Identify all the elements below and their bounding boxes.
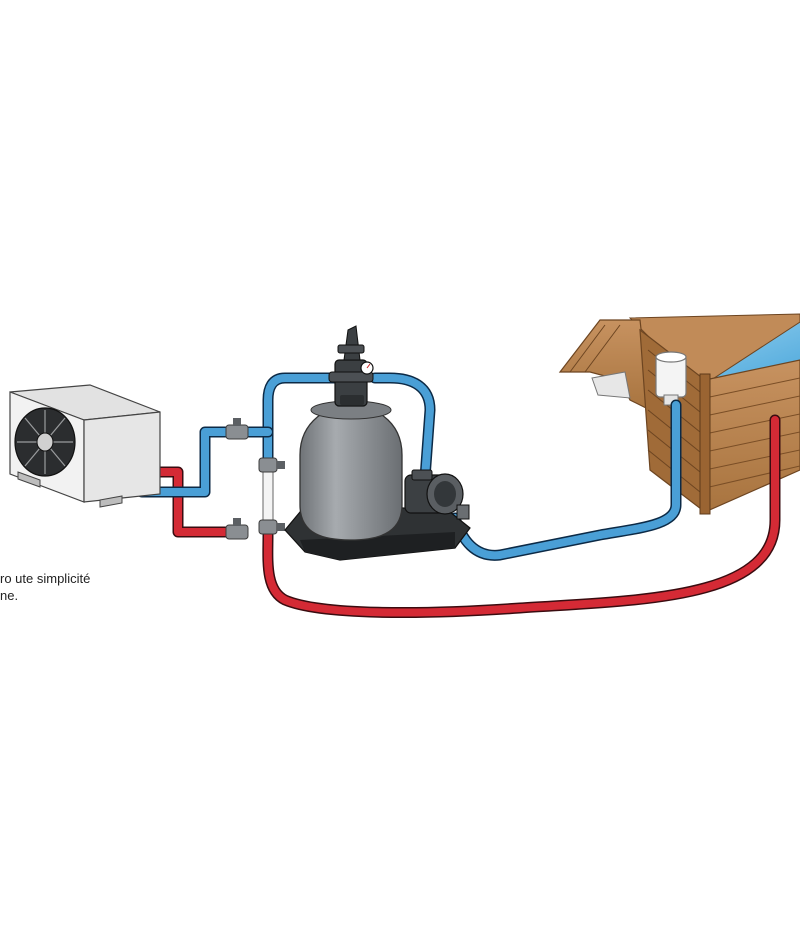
caption-line-2: ne. <box>0 588 19 603</box>
valve-icon <box>258 519 285 535</box>
valve-icon <box>225 518 249 540</box>
pool-steps <box>558 319 651 412</box>
heat-pump-side <box>83 411 161 503</box>
pool-pump <box>404 469 470 520</box>
caption-line-1: ro ute simplicité <box>0 571 91 586</box>
filter-tank <box>299 404 403 541</box>
fan-icon <box>14 407 76 477</box>
caption: ro ute simplicité ne. <box>0 570 90 604</box>
valve-icon <box>225 418 249 440</box>
skimmer <box>655 351 687 406</box>
valve-icon <box>258 457 285 473</box>
pressure-gauge-icon <box>360 361 374 375</box>
cold-pipe-skimmer <box>449 399 682 561</box>
heat-pump <box>9 384 161 508</box>
multiport-valve-icon <box>328 325 374 407</box>
valves <box>225 418 285 540</box>
pool-front-wall <box>704 359 800 513</box>
sand-filter <box>284 325 471 561</box>
